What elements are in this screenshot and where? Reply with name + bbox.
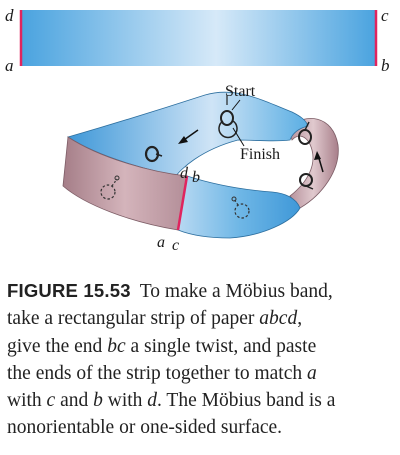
figure-label: FIGURE 15.53: [7, 280, 131, 301]
caption-line-2: take a rectangular strip of paper abcd,: [7, 305, 397, 332]
normal-symbol-top-left: [144, 145, 163, 163]
arrow-left-icon: [178, 129, 199, 144]
caption-line-4: the ends of the strip together to match …: [7, 360, 397, 387]
caption-line-1-text: To make a Möbius band,: [139, 281, 333, 302]
caption-text: take a rectangular strip of paper: [7, 308, 260, 330]
label-b-strip: b: [381, 56, 390, 75]
label-a-band: a: [157, 234, 165, 251]
label-b-band: b: [192, 169, 200, 186]
caption-text: a single twist, and paste: [125, 335, 317, 357]
mobius-band: Start Finish d b a c: [62, 83, 339, 254]
caption-text: ,: [297, 308, 303, 330]
label-a-strip: a: [5, 56, 14, 75]
figure-caption: FIGURE 15.53 To make a Möbius band, take …: [7, 277, 397, 442]
normal-symbol-right-upper: [298, 121, 312, 145]
caption-text: with: [7, 390, 47, 412]
label-start: Start: [225, 83, 256, 100]
caption-italic-bc: bc: [107, 335, 126, 357]
caption-text: with: [102, 390, 148, 412]
label-c-band: c: [172, 237, 179, 254]
band-bottom-blue: [177, 175, 301, 239]
start-leader-line: [231, 99, 241, 111]
caption-text: give the end: [7, 335, 108, 357]
caption-italic-abcd: abcd: [259, 308, 298, 330]
caption-text: and: [55, 390, 94, 412]
caption-italic-b: b: [93, 390, 103, 412]
figure-illustration: d a c b: [5, 6, 390, 254]
caption-line-6: nonorientable or one-sided surface.: [7, 417, 283, 439]
normal-symbol-dashed-front: [100, 175, 120, 200]
caption-italic-d: d: [147, 390, 158, 412]
normal-symbol-right-lower: [299, 173, 314, 190]
label-d-band: d: [180, 165, 189, 182]
label-finish: Finish: [240, 146, 280, 163]
label-d-strip: d: [5, 6, 14, 25]
flat-strip: d a c b: [5, 6, 390, 75]
normal-symbol-start: [218, 96, 238, 139]
band-seam-edge: [176, 175, 189, 231]
caption-italic-a: a: [307, 362, 317, 384]
mobius-figure: d a c b: [5, 6, 390, 254]
caption-italic-c: c: [46, 390, 56, 412]
caption-line-3: give the end bc a single twist, and past…: [7, 333, 397, 360]
caption-text: . The Möbius band is a: [157, 390, 336, 412]
caption-line-1: FIGURE 15.53 To make a Möbius band,: [7, 277, 397, 305]
strip-rectangle: [21, 10, 376, 66]
caption-text: the ends of the strip together to match: [7, 362, 308, 384]
label-c-strip: c: [381, 6, 389, 25]
arrow-up-icon: [314, 151, 324, 173]
caption-line-5: with c and b with d. The Möbius band is …: [7, 387, 397, 414]
finish-leader-line: [232, 127, 245, 147]
normal-symbol-dashed-bottom: [231, 196, 250, 219]
